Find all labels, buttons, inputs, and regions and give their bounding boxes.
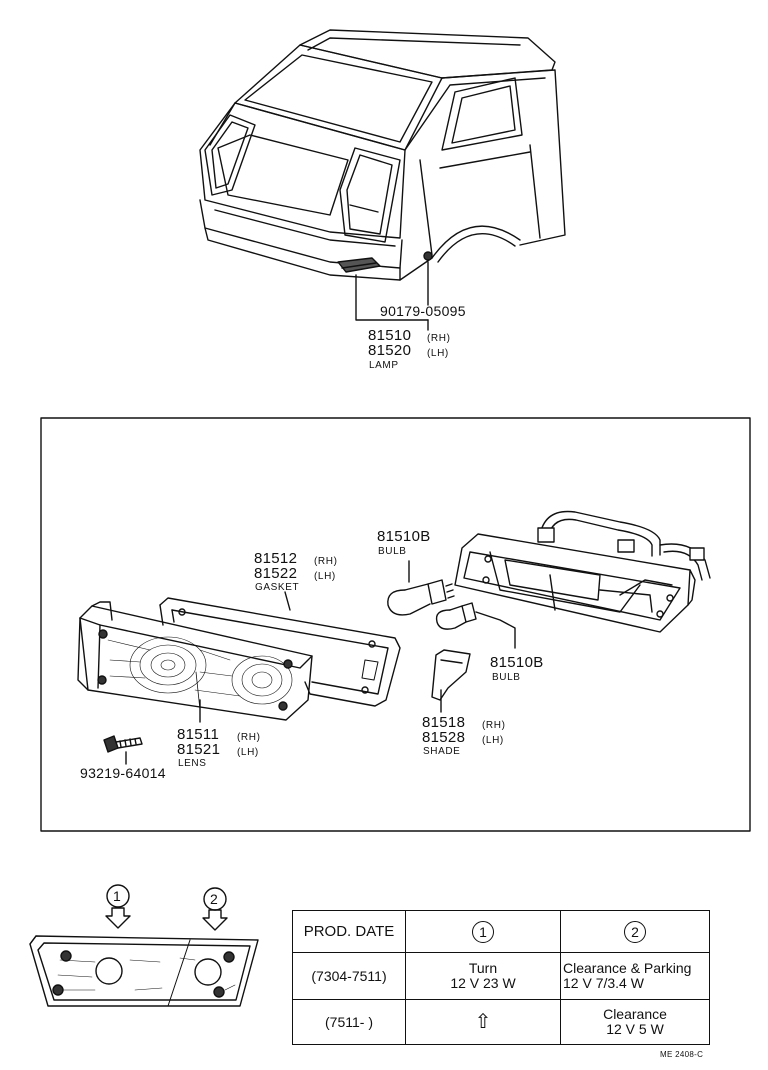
label-bulb-2-number: 81510B bbox=[490, 654, 544, 671]
label-lens-lh-side: (LH) bbox=[237, 747, 259, 758]
label-gasket-name: GASKET bbox=[255, 582, 300, 593]
gasket-drawing bbox=[159, 597, 401, 707]
marker-1-circle bbox=[106, 884, 130, 908]
marker-2-circle bbox=[203, 887, 227, 911]
row1-col-2-line-a: Clearance & Parking bbox=[563, 960, 692, 976]
label-bulb-1-number: 81510B bbox=[377, 528, 431, 545]
header-col-1-circle: 1 bbox=[472, 920, 494, 943]
label-gasket-rh-side: (RH) bbox=[314, 556, 338, 567]
marker-2-number: 2 bbox=[210, 891, 219, 907]
label-shade-rh-number: 81518 bbox=[422, 714, 466, 731]
label-shade-rh-side: (RH) bbox=[482, 720, 506, 731]
top-callout-lines bbox=[355, 261, 429, 331]
footer-code: ME 2408-C bbox=[660, 1050, 704, 1059]
label-gasket-lh-side: (LH) bbox=[314, 571, 336, 582]
row1-col-1: Turn 12 V 23 W bbox=[405, 952, 561, 1000]
detail-callout-lines bbox=[199, 591, 291, 723]
label-lens-lh-number: 81521 bbox=[177, 741, 221, 758]
label-lamp-name: LAMP bbox=[369, 360, 399, 371]
label-shade-lh-side: (LH) bbox=[482, 735, 504, 746]
label-gasket-rh-number: 81512 bbox=[254, 550, 298, 567]
row1-col-1-line-a: Turn bbox=[468, 960, 498, 976]
label-screw-number: 93219-64014 bbox=[80, 765, 166, 781]
label-bulb-2-name: BULB bbox=[492, 672, 521, 683]
bulb-spec-table: PROD. DATE 1 2 (7304-7511) Turn 12 V 23 … bbox=[292, 910, 710, 1045]
label-lens-rh-side: (RH) bbox=[237, 732, 261, 743]
label-lamp-rh-number: 81510 bbox=[368, 327, 412, 344]
label-lamp-rh-side: (RH) bbox=[427, 333, 451, 344]
header-col-2-circle: 2 bbox=[624, 920, 646, 943]
table-header-row: PROD. DATE 1 2 bbox=[292, 910, 710, 953]
screw-drawing bbox=[103, 735, 143, 765]
row2-col-2: Clearance 12 V 5 W bbox=[560, 999, 710, 1045]
bulb-2-drawing bbox=[435, 602, 516, 649]
label-lens-rh-number: 81511 bbox=[177, 726, 220, 743]
row2-col-1-same-arrow: ⇧ bbox=[405, 999, 561, 1045]
label-gasket-lh-number: 81522 bbox=[254, 565, 298, 582]
header-prod-date: PROD. DATE bbox=[292, 910, 406, 953]
lamp-face-drawing bbox=[29, 907, 259, 1007]
lens-drawing bbox=[77, 601, 313, 721]
row1-col-2: Clearance & Parking 12 V 7/3.4 W bbox=[560, 952, 710, 1000]
truck-cab-drawing bbox=[199, 29, 566, 281]
bulb-1-drawing bbox=[387, 560, 455, 616]
label-bulb-1-name: BULB bbox=[378, 546, 407, 557]
row1-date: (7304-7511) bbox=[292, 952, 406, 1000]
header-col-2: 2 bbox=[560, 910, 710, 953]
label-shade-lh-number: 81528 bbox=[422, 729, 466, 746]
label-lamp-lh-side: (LH) bbox=[427, 348, 449, 359]
table-row: (7511- ) ⇧ Clearance 12 V 5 W bbox=[292, 999, 710, 1045]
label-shade-name: SHADE bbox=[423, 746, 461, 757]
marker-1-number: 1 bbox=[113, 888, 122, 904]
row2-col-2-line-b: 12 V 5 W bbox=[606, 1021, 664, 1037]
row2-col-2-line-a: Clearance bbox=[603, 1006, 667, 1022]
table-row: (7304-7511) Turn 12 V 23 W Clearance & P… bbox=[292, 952, 710, 1000]
detail-frame bbox=[40, 417, 751, 832]
shade-drawing bbox=[431, 649, 471, 713]
header-col-1: 1 bbox=[405, 910, 561, 953]
bumper-lamp-small bbox=[337, 257, 381, 273]
row1-col-2-line-b: 12 V 7/3.4 W bbox=[563, 975, 644, 991]
label-lamp-lh-number: 81520 bbox=[368, 342, 412, 359]
housing-drawing bbox=[454, 510, 711, 633]
row2-date: (7511- ) bbox=[292, 999, 406, 1045]
label-grommet-number: 90179-05095 bbox=[380, 303, 466, 319]
row1-col-1-line-b: 12 V 23 W bbox=[450, 975, 516, 991]
label-lens-name: LENS bbox=[178, 758, 207, 769]
